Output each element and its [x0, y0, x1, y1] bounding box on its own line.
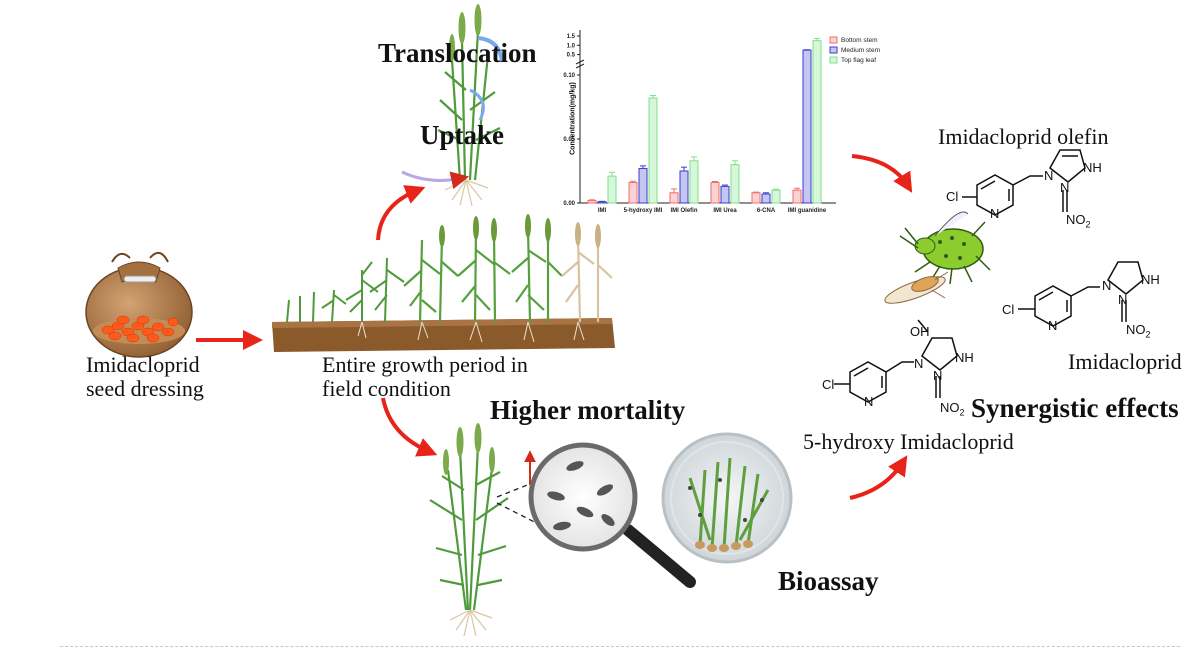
imi-cl-atom: Cl	[1002, 302, 1015, 317]
seed-label-line-2: seed dressing	[86, 376, 204, 401]
olefin-no2-group: NO2	[1066, 212, 1091, 230]
imi-nh-atom: NH	[1141, 272, 1160, 287]
chart-bar	[587, 199, 597, 204]
field-growth-illustration	[272, 214, 615, 352]
olefin-n-atom: N	[1044, 168, 1054, 183]
chart-legend-swatch	[829, 56, 838, 64]
aphid-illustration	[899, 211, 991, 285]
hydroxy-imidacloprid-label: 5-hydroxy Imidacloprid	[803, 429, 1014, 454]
chart-legend-label: Medium stem	[841, 47, 880, 54]
chart-bar	[792, 189, 802, 204]
imi-no2-sub: 2	[1145, 329, 1151, 340]
chart-bar	[607, 175, 617, 204]
olefin-eq-n-atom: N	[1060, 180, 1070, 195]
hydroxy-no2-text: NO	[940, 400, 960, 415]
chart-bar	[802, 49, 812, 204]
structure-imi-olefin	[962, 149, 1086, 216]
arrow-to-metabolites	[851, 154, 913, 193]
arrow-to-uptake	[376, 185, 426, 241]
chart-y-tick-label: 0.10	[563, 73, 575, 79]
chart-bar	[628, 182, 638, 204]
chart-y-tick-label: 0.05	[563, 137, 575, 143]
chart-bar	[812, 40, 822, 204]
chart-bar	[751, 192, 761, 204]
olefin-no2-text: NO	[1066, 212, 1086, 227]
chart-bar	[710, 182, 720, 204]
wheat-plant-uptake	[401, 4, 504, 207]
structure-imidacloprid	[1018, 261, 1144, 327]
structure-5-hydroxy-imi	[834, 319, 958, 403]
hydroxy-n-atom: N	[914, 356, 924, 371]
wheat-plant-bioassay	[429, 423, 561, 637]
hydroxy-cl-atom: Cl	[822, 377, 835, 392]
higher-mortality-label: Higher mortality	[490, 395, 686, 425]
chart-x-tick-label: IMI Olefin	[671, 208, 698, 214]
translocation-label: Translocation	[378, 38, 537, 68]
chart-bar	[638, 167, 648, 204]
synergistic-effects-label: Synergistic effects	[971, 393, 1179, 423]
chart-x-tick-label: 5-hydroxy IMI	[624, 208, 663, 214]
imi-no2-text: NO	[1126, 322, 1146, 337]
chart-x-tick-label: IMI Urea	[713, 208, 737, 214]
chart-bar	[761, 193, 771, 204]
chart-y-tick-label: 1.5	[567, 34, 576, 40]
seed-dressing-label: Imidacloprid seed dressing	[86, 353, 204, 401]
chart-bar	[689, 160, 699, 204]
chart-bar	[669, 192, 679, 204]
bioassay-label: Bioassay	[778, 566, 879, 596]
hydroxy-no2-group: NO2	[940, 400, 965, 418]
olefin-nh-atom: NH	[1083, 160, 1102, 175]
chart-bar	[720, 185, 730, 204]
arrow-to-bioassay	[381, 397, 438, 457]
olefin-no2-sub: 2	[1085, 219, 1091, 230]
imi-eq-n-atom: N	[1118, 292, 1128, 307]
chart-x-tick-label: IMI guanidine	[788, 208, 827, 214]
chart-bar	[597, 201, 607, 204]
seed-label-line-1: Imidacloprid	[86, 352, 200, 377]
imi-n-atom: N	[1102, 278, 1112, 293]
chart-legend-swatch	[829, 46, 838, 54]
chart-bar	[679, 170, 689, 204]
bottom-divider	[60, 646, 1180, 647]
field-label-line-2: field condition	[322, 376, 451, 401]
imi-no2-group: NO2	[1126, 322, 1151, 340]
chart-legend-label: Bottom stem	[841, 37, 877, 44]
chart-x-tick-label: 6-CNA	[757, 208, 776, 214]
concentration-bar-chart: 0.00 0.05 0.10 0.5 1.0 1.5 IMI 5-hydroxy IMI IM…	[563, 30, 880, 214]
chart-legend-label: Top flag leaf	[841, 57, 876, 64]
imi-ring-n-atom: N	[1048, 318, 1058, 333]
hydroxy-oh-group: OH	[910, 324, 930, 339]
petri-dish-illustration	[661, 432, 793, 564]
imidacloprid-olefin-label: Imidacloprid olefin	[938, 124, 1109, 149]
hydroxy-no2-sub: 2	[959, 407, 965, 418]
seed-bag-illustration	[85, 251, 193, 358]
olefin-cl-atom: Cl	[946, 189, 959, 204]
magnifier-illustration	[528, 442, 696, 588]
hydroxy-nh-atom: NH	[955, 350, 974, 365]
hydroxy-ring-n-atom: N	[864, 394, 874, 409]
chart-bar	[648, 97, 658, 204]
chart-y-tick-label: 0.5	[567, 53, 576, 59]
hydroxy-eq-n-atom: N	[933, 368, 943, 383]
chart-bar	[771, 189, 781, 204]
field-label-line-1: Entire growth period in	[322, 352, 528, 377]
chart-x-tick-label: IMI	[598, 208, 607, 214]
chart-y-tick-label: 1.0	[567, 43, 576, 49]
arrow-to-synergistic	[849, 455, 908, 500]
imidacloprid-label: Imidacloprid	[1068, 349, 1182, 374]
olefin-ring-n-atom: N	[990, 206, 1000, 221]
planthopper-illustration	[884, 271, 949, 304]
chart-y-tick-label: 0.00	[563, 201, 575, 207]
field-condition-label: Entire growth period in field condition	[322, 353, 528, 401]
uptake-label: Uptake	[420, 120, 505, 150]
chart-bar	[730, 164, 740, 204]
chart-legend-swatch	[829, 36, 838, 44]
chart-y-axis-label: Concentration(mg/kg)	[569, 82, 577, 155]
